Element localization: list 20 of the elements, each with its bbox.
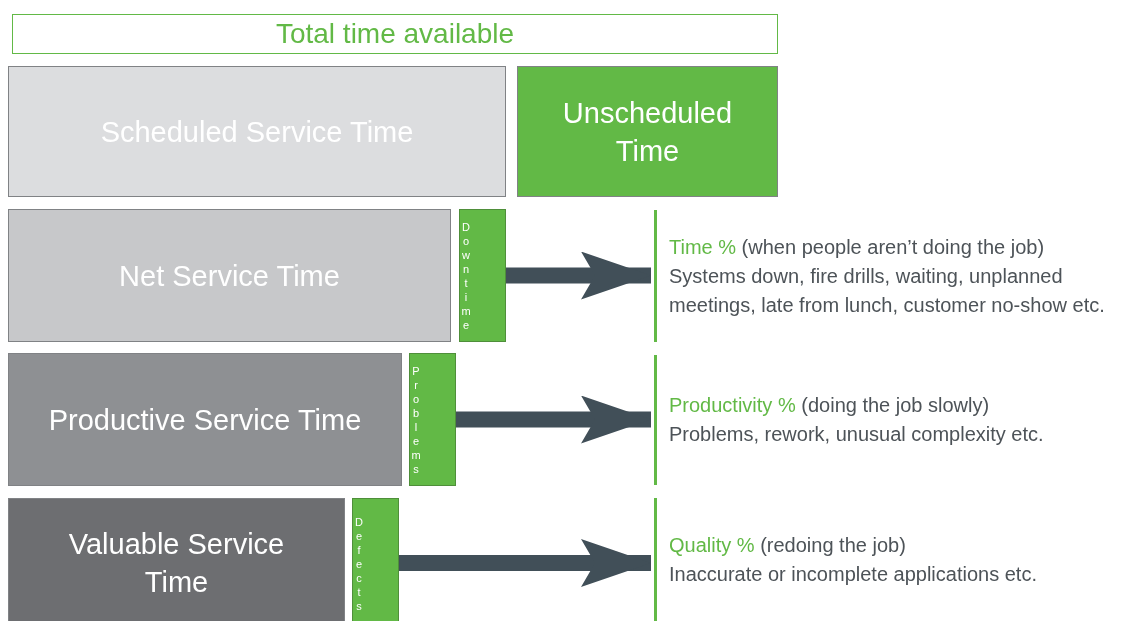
metric-description: (when people aren’t doing the job) <box>741 235 1045 258</box>
metric-name: Time % <box>669 235 737 258</box>
time-bar: Valuable Service Time <box>8 498 345 621</box>
time-bar: Unscheduled Time <box>517 66 778 197</box>
loss-bar: Defects <box>352 498 399 621</box>
metric-name: Quality % <box>669 533 755 556</box>
arrow <box>456 395 651 444</box>
metric-description: (redoing the job) <box>760 533 906 556</box>
metric-name: Productivity % <box>669 394 796 416</box>
time-bar: Productive Service Time <box>8 353 402 486</box>
body-text: Inaccurate or incomplete applications etc. <box>669 561 1037 587</box>
loss-bar: Problems <box>409 353 456 486</box>
time-bar: Net Service Time <box>8 209 451 342</box>
body-text: Systems down, fire drills, waiting, unplanned meetings, late from lunch, customer no-show etc. <box>669 263 1106 318</box>
body-text: Problems, rework, unusual complexity etc. <box>669 422 1044 447</box>
heading-bar: Total time available <box>12 14 778 54</box>
arrow <box>506 251 651 300</box>
metric-description: (doing the job slowly) <box>801 394 990 416</box>
loss-bar: Downtime <box>459 209 506 342</box>
arrow <box>399 539 651 587</box>
